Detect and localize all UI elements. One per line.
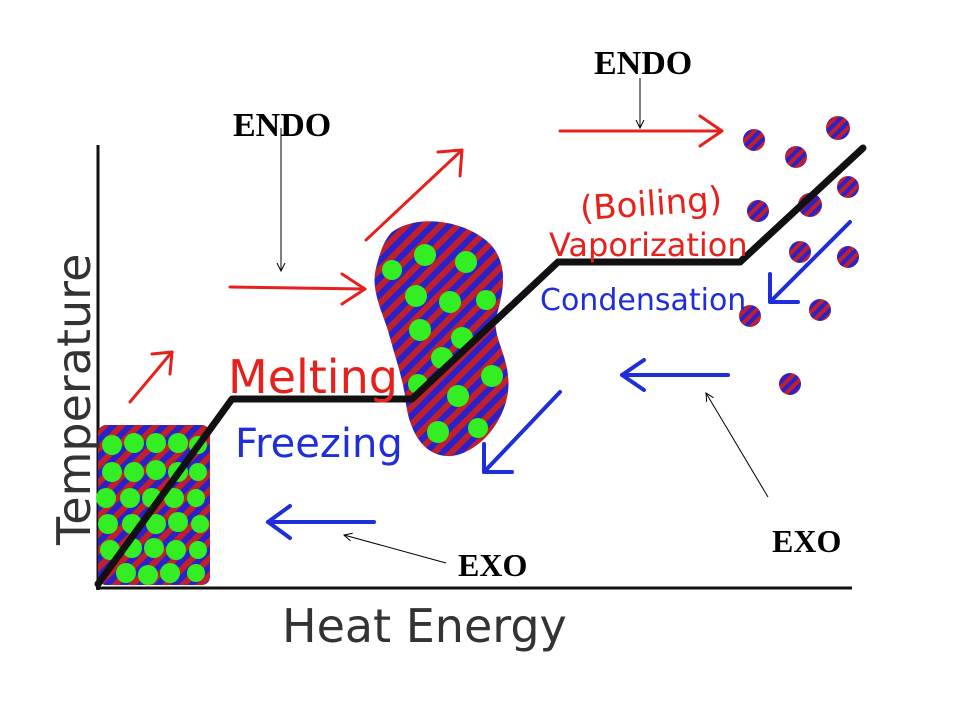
liquid-particles xyxy=(382,244,503,443)
red-arrow-solid-heating xyxy=(128,350,174,404)
exo-callout-left: EXO xyxy=(458,547,527,583)
endothermic-arrows xyxy=(128,114,724,404)
exothermic-arrows xyxy=(266,220,852,540)
exo-callout-right: EXO xyxy=(772,523,841,559)
condensation-label: Condensation xyxy=(540,283,746,318)
red-arrow-melting xyxy=(228,272,367,306)
red-arrow-boiling xyxy=(558,114,724,148)
endo-callout-right: ENDO xyxy=(594,45,692,82)
exo-left-pointer xyxy=(344,535,447,564)
freezing-label: Freezing xyxy=(235,421,403,467)
blue-arrow-gas-cooling xyxy=(768,220,852,304)
x-axis-label: Heat Energy xyxy=(282,599,567,653)
vaporization-label: Vaporization xyxy=(549,226,748,264)
boiling-label: (Boiling) xyxy=(579,179,724,229)
exo-right-pointer xyxy=(706,393,769,498)
gas-particles xyxy=(739,116,859,395)
endo-callout-left: ENDO xyxy=(233,107,331,144)
y-axis-label: Temperature xyxy=(47,254,101,546)
red-arrow-liquid-heating xyxy=(364,148,464,242)
blue-arrow-freezing xyxy=(266,504,376,540)
blue-arrow-condensation xyxy=(620,358,730,392)
melting-label: Melting xyxy=(228,350,398,404)
heating-curve xyxy=(94,144,867,588)
blue-arrow-liquid-cooling xyxy=(482,390,562,474)
